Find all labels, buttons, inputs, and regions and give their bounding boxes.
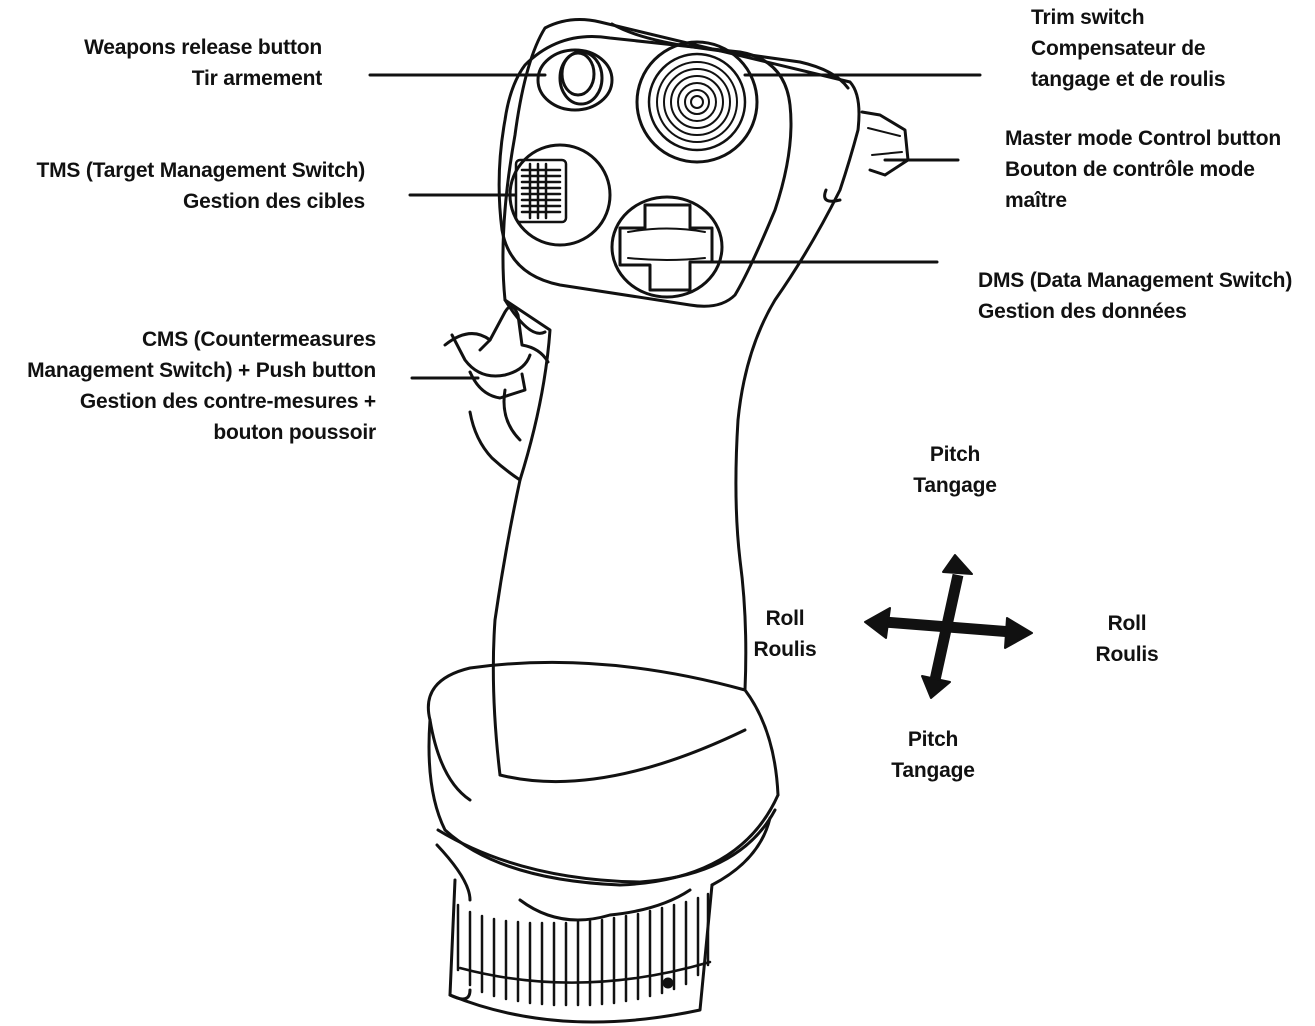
trim-switch-label: Trim switch Compensateur de tangage et d…: [1031, 6, 1226, 91]
master-mode-label: Master mode Control button Bouton de con…: [1005, 127, 1281, 212]
roll-left-arrowhead: [864, 607, 891, 639]
pitch-down-arrowhead: [921, 675, 951, 699]
direction-arrows: [864, 554, 1033, 699]
weapons-release-label: Weapons release button Tir armement: [84, 36, 322, 90]
joystick-grip: [443, 18, 910, 784]
tms-label: TMS (Target Management Switch) Gestion d…: [36, 159, 366, 213]
roll-left-label: Roll Roulis: [753, 607, 817, 661]
cms-label: CMS (Countermeasures Management Switch) …: [27, 328, 376, 444]
leader-lines: [368, 73, 982, 380]
pitch-up-arrowhead: [942, 554, 973, 575]
dms-label: DMS (Data Management Switch) Gestion des…: [978, 269, 1293, 323]
roll-right-label: Roll Roulis: [1095, 612, 1159, 666]
pitch-top-label: Pitch Tangage: [913, 443, 997, 497]
pitch-bottom-label: Pitch Tangage: [891, 728, 975, 782]
roll-right-arrowhead: [1004, 617, 1033, 649]
joystick-base: [426, 660, 780, 1024]
